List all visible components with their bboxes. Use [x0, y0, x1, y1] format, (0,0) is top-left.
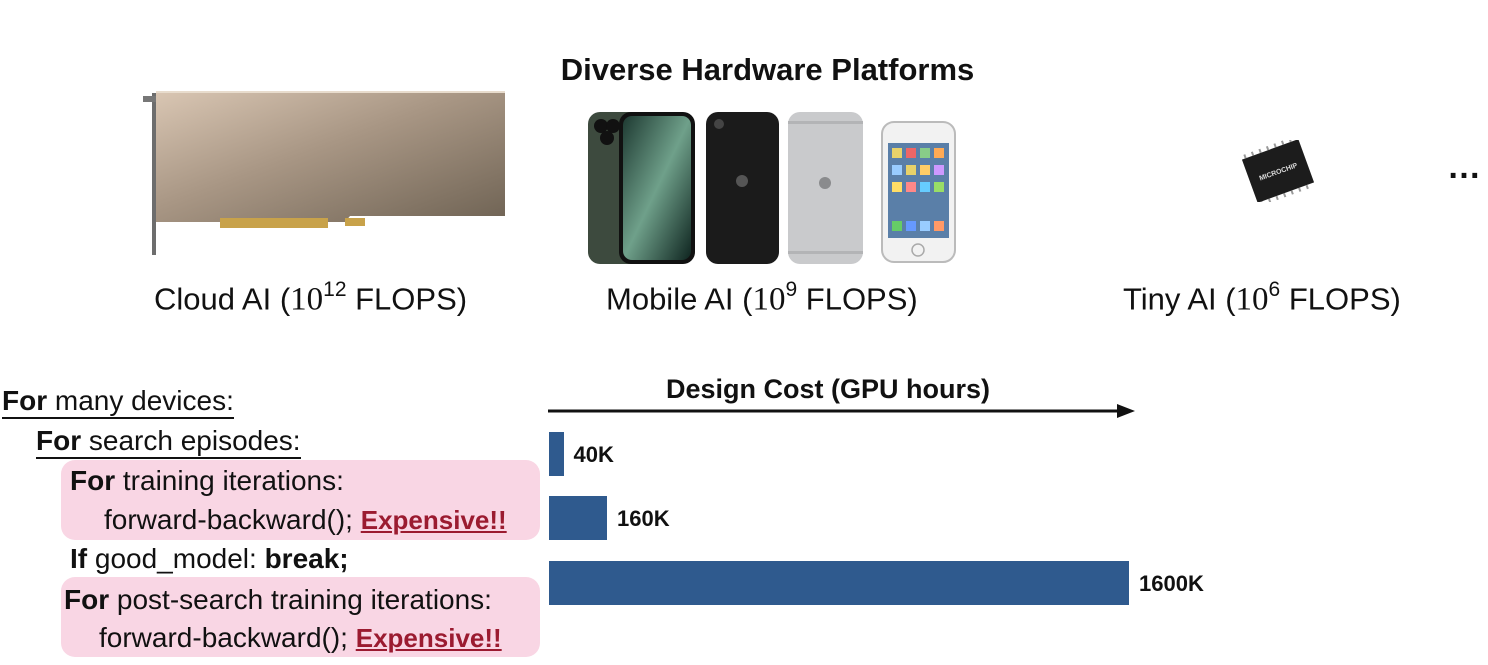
chart-title: Design Cost (GPU hours)	[666, 374, 991, 404]
iphone-8-black-image	[706, 112, 779, 264]
code-line-training: For training iterations:	[70, 465, 344, 497]
keyword: For	[36, 425, 82, 456]
gpu-card-image	[143, 91, 505, 255]
expensive-note: Expensive!!	[355, 623, 502, 653]
code-line-post-search: For post-search training iterations:	[64, 584, 492, 616]
cost-bar-label: 160K	[617, 506, 670, 531]
code-line-search: For search episodes:	[36, 425, 301, 459]
cost-axis-arrow	[548, 404, 1135, 418]
platform-name: Mobile AI	[606, 281, 734, 317]
exponent: 12	[323, 278, 347, 301]
exponent: 6	[1268, 278, 1281, 301]
unit: FLOPS	[805, 281, 908, 317]
code-text: training iterations:	[115, 465, 344, 496]
iphone-4-image	[881, 121, 956, 263]
unit: FLOPS	[1288, 281, 1391, 317]
math-base: 10	[290, 281, 324, 318]
page-title: Diverse Hardware Platforms	[560, 52, 975, 87]
training-loop-highlight	[61, 460, 540, 540]
unit: FLOPS	[355, 281, 457, 317]
code-text: forward-backward();	[99, 622, 348, 653]
cost-bar-chart: 40K 160K 1600K	[549, 425, 1249, 615]
keyword: For	[64, 584, 110, 615]
more-platforms-ellipsis: …	[1447, 148, 1482, 186]
iphone-6-silver-image	[788, 112, 863, 264]
keyword: For	[70, 465, 116, 496]
code-text: many devices:	[47, 385, 234, 416]
platform-name: Cloud AI	[154, 281, 272, 317]
code-text: search episodes:	[81, 425, 301, 456]
code-line-devices-text: For many devices:	[2, 385, 234, 419]
cost-bar-label: 40K	[573, 442, 614, 467]
math-base: 10	[752, 281, 786, 318]
code-line-forward-1: forward-backward(); Expensive!!	[104, 504, 507, 536]
cloud-ai-label: Cloud AI (1012 FLOPS)	[154, 278, 468, 318]
cost-bar-label: 1600K	[1139, 571, 1204, 596]
cost-bar	[549, 496, 607, 540]
code-text: forward-backward();	[104, 504, 353, 535]
platform-name: Tiny AI	[1123, 281, 1217, 317]
keyword: break;	[264, 543, 349, 574]
code-text: post-search training iterations:	[109, 584, 492, 615]
keyword: For	[2, 385, 48, 416]
mobile-ai-label: Mobile AI (109 FLOPS)	[606, 278, 918, 318]
keyword: If	[70, 543, 88, 574]
code-line-devices: For many devices:	[2, 385, 234, 419]
code-line-if: If good_model: break;	[70, 543, 349, 575]
code-line-forward-2: forward-backward(); Expensive!!	[99, 622, 502, 654]
code-line-search-text: For search episodes:	[36, 425, 301, 459]
math-base: 10	[1235, 281, 1269, 318]
expensive-note: Expensive!!	[360, 505, 507, 535]
cost-bar	[549, 432, 564, 476]
tiny-ai-label: Tiny AI (106 FLOPS)	[1123, 278, 1401, 318]
exponent: 9	[785, 278, 798, 301]
iphone-11-pro-image	[588, 112, 695, 264]
microcontroller-chip-image: MICROCHIP	[1241, 140, 1315, 202]
cost-bar	[549, 561, 1129, 605]
code-text: good_model:	[87, 543, 265, 574]
post-search-loop-highlight	[61, 577, 540, 657]
